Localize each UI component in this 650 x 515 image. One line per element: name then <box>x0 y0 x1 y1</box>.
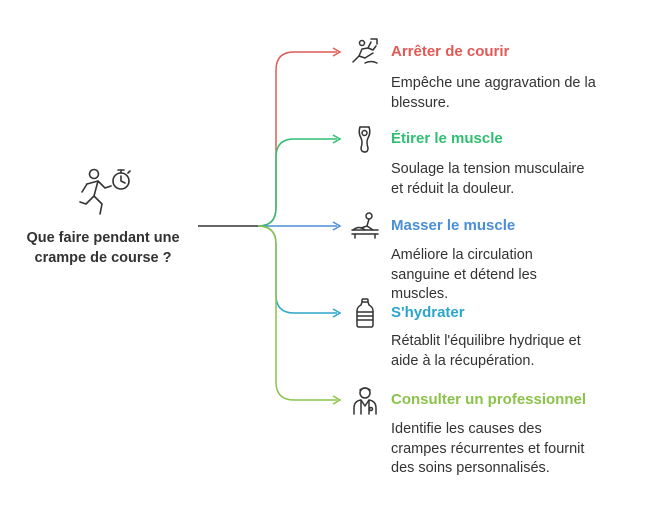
arrow-head-5 <box>332 395 342 405</box>
item-desc-3-line-3: muscles. <box>391 286 449 302</box>
item-desc-5-line-3: des soins personnalisés. <box>391 460 550 476</box>
item-title-2: Étirer le muscle <box>391 130 503 147</box>
arrow-head-4 <box>332 308 342 318</box>
item-desc-2: Soulage la tension musculaire et réduit … <box>391 160 631 199</box>
water-bottle-icon <box>356 298 374 328</box>
item-desc-2-line-2: et réduit la douleur. <box>391 180 515 197</box>
branch-line-5 <box>257 225 337 401</box>
center-topic: Que faire pendant une crampe de course ? <box>14 228 192 268</box>
item-desc-4-line-2: aide à la récupération. <box>391 352 535 369</box>
massage-icon <box>351 212 379 239</box>
item-desc-3: Améliore la circulation sanguine et déte… <box>391 246 631 305</box>
stop-running-icon <box>352 38 378 64</box>
arrow-head-1 <box>332 47 342 57</box>
item-title-5: Consulter un professionnel <box>391 391 587 408</box>
stretch-muscle-icon <box>358 126 371 153</box>
item-desc-4: Rétablit l'équilibre hydrique et aide à … <box>391 332 631 371</box>
runner-stopwatch-icon <box>79 168 131 215</box>
item-desc-1-line-1: Empêche une aggravation de la <box>391 75 596 91</box>
item-desc-4-line-1: Rétablit l'équilibre hydrique et <box>391 333 581 349</box>
item-desc-2-line-1: Soulage la tension musculaire <box>391 161 585 177</box>
item-desc-3-line-2: sanguine et détend les <box>391 266 537 283</box>
doctor-icon <box>353 387 377 415</box>
item-title-1: Arrêter de courir <box>391 43 510 60</box>
center-topic-line-1: Que faire pendant une <box>26 230 180 246</box>
center-topic-line-2: crampe de course ? <box>34 250 172 266</box>
item-desc-5-line-2: crampes récurrentes et fournit <box>391 440 585 457</box>
branch-line-4 <box>257 225 337 314</box>
branch-line-2 <box>257 138 337 227</box>
arrow-head-3 <box>332 221 342 231</box>
item-desc-1: Empêche une aggravation de la blessure. <box>391 74 631 113</box>
item-desc-1-line-2: blessure. <box>391 94 450 111</box>
item-desc-3-line-1: Améliore la circulation <box>391 247 533 263</box>
item-title-3: Masser le muscle <box>391 217 516 234</box>
item-desc-5-line-1: Identifie les causes des <box>391 421 542 437</box>
arrow-head-2 <box>332 134 342 144</box>
item-title-4: S'hydrater <box>391 304 465 321</box>
item-desc-5: Identifie les causes des crampes récurre… <box>391 420 631 479</box>
